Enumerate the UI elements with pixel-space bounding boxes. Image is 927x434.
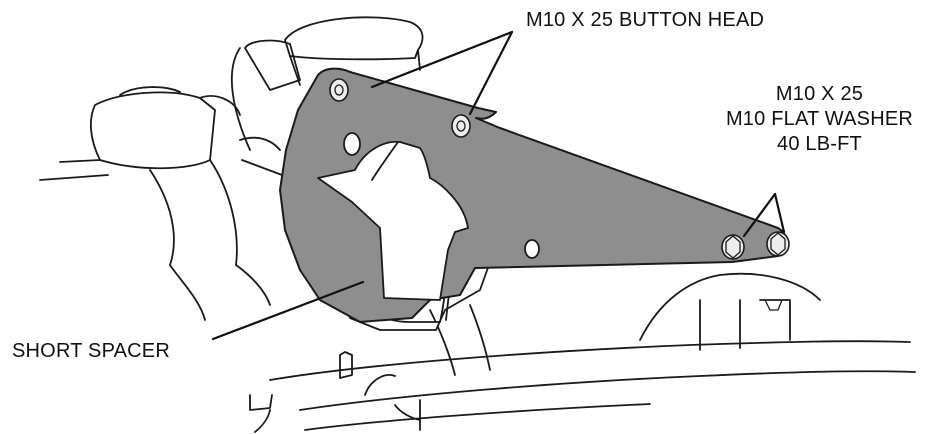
callout-washer: M10 FLAT WASHER <box>725 108 914 130</box>
button-head-bolt-1 <box>329 78 349 102</box>
plate-hole-lower <box>524 239 540 259</box>
button-head-bolt-2 <box>451 114 471 138</box>
hex-bolt-2 <box>766 231 790 257</box>
leader-hex-bolt-1 <box>742 192 777 238</box>
callout-torque: 40 LB-FT <box>777 133 862 155</box>
callout-button-head: M10 X 25 BUTTON HEAD <box>526 9 765 31</box>
leader-lines <box>211 30 786 341</box>
plate-hole-upper <box>343 132 361 156</box>
callout-hex-bolt: M10 X 25 M10 FLAT WASHER 40 LB-FT <box>712 82 927 157</box>
leader-button-head-1 <box>370 30 514 89</box>
bolt-group <box>329 78 790 260</box>
leader-spacer <box>211 280 365 341</box>
hex-bolt-1 <box>721 234 745 260</box>
mounting-plate <box>279 67 788 323</box>
leader-hex-bolt-2 <box>773 192 786 234</box>
callout-short-spacer: SHORT SPACER <box>12 340 170 362</box>
callout-bolt-size: M10 X 25 <box>775 83 864 105</box>
frame-linework <box>39 16 916 433</box>
leader-button-head-2 <box>468 30 514 116</box>
